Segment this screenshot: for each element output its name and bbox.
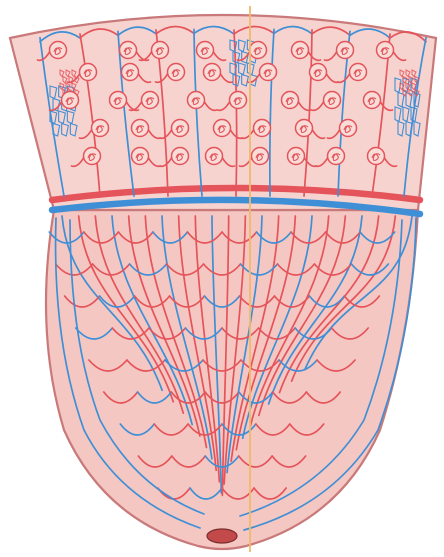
papillary-duct-opening — [207, 529, 237, 543]
